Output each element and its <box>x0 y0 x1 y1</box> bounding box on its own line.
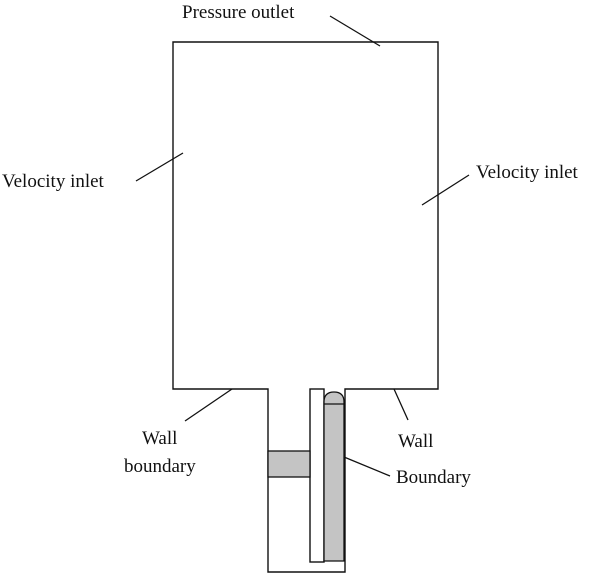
grey-body <box>323 391 345 562</box>
boundary-leader <box>343 456 391 477</box>
grey-bar <box>267 450 311 478</box>
pressure-outlet-label: Pressure outlet <box>182 2 295 23</box>
velocity-inlet-left-leader <box>135 152 184 182</box>
pressure-outlet-leader <box>329 15 381 47</box>
wall-left-leader <box>184 388 233 422</box>
wall-boundary-label-line2: boundary <box>124 456 196 477</box>
domain-outline <box>172 41 439 573</box>
wall-right-leader <box>393 388 409 421</box>
velocity-inlet-right-leader <box>421 174 470 206</box>
wall-boundary-label-line1: Wall <box>142 428 177 449</box>
boundary-label: Boundary <box>396 467 471 488</box>
wall-right-label: Wall <box>398 431 433 452</box>
velocity-inlet-left-label: Velocity inlet <box>2 171 105 192</box>
velocity-inlet-right-label: Velocity inlet <box>476 162 579 183</box>
inner-plate <box>309 388 325 563</box>
